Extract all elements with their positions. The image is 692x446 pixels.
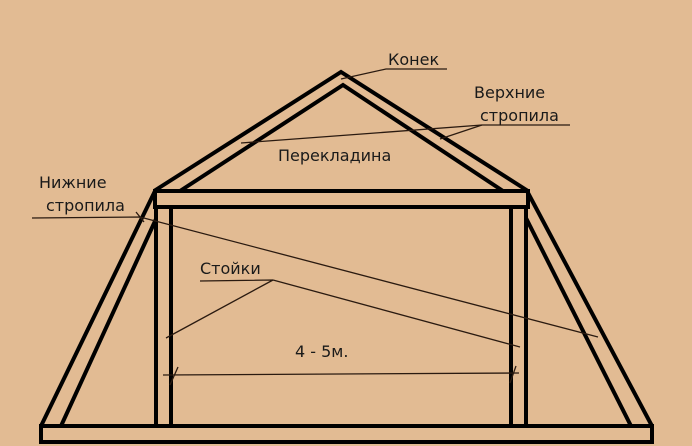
lower-rafter-right-outer bbox=[525, 190, 654, 427]
lower-rafters-leader bbox=[31, 216, 599, 338]
posts-leader bbox=[165, 279, 274, 339]
lower-rafter-left-inner bbox=[59, 218, 158, 427]
span-dimension-line bbox=[162, 372, 520, 376]
lower-rafter-left-outer bbox=[39, 190, 157, 427]
ridge-leader bbox=[340, 68, 447, 80]
upper-rafter-outer bbox=[152, 69, 530, 193]
lower-rafters-tick bbox=[135, 211, 145, 223]
floor-beam bbox=[39, 424, 654, 444]
lower-rafters-label-line2: стропила bbox=[46, 196, 125, 215]
ridge-label: Конек bbox=[388, 50, 440, 69]
upper-rafters-leader-branch bbox=[439, 124, 483, 140]
upper-rafters-label-line2: стропила bbox=[480, 106, 559, 125]
upper-rafters-label-line1: Верхние bbox=[474, 83, 546, 102]
lower-rafter-right-inner bbox=[524, 217, 633, 427]
span-tick-right bbox=[509, 365, 517, 384]
crossbar-label: Перекладина bbox=[278, 146, 392, 165]
span-tick-left bbox=[169, 366, 179, 386]
upper-rafter-inner bbox=[178, 82, 505, 193]
posts-label: Стойки bbox=[200, 259, 261, 278]
span-label: 4 - 5м. bbox=[295, 342, 349, 361]
posts-leader-branch bbox=[272, 279, 521, 348]
crossbar-beam bbox=[153, 189, 530, 209]
lower-rafters-label-line1: Нижние bbox=[39, 173, 107, 192]
